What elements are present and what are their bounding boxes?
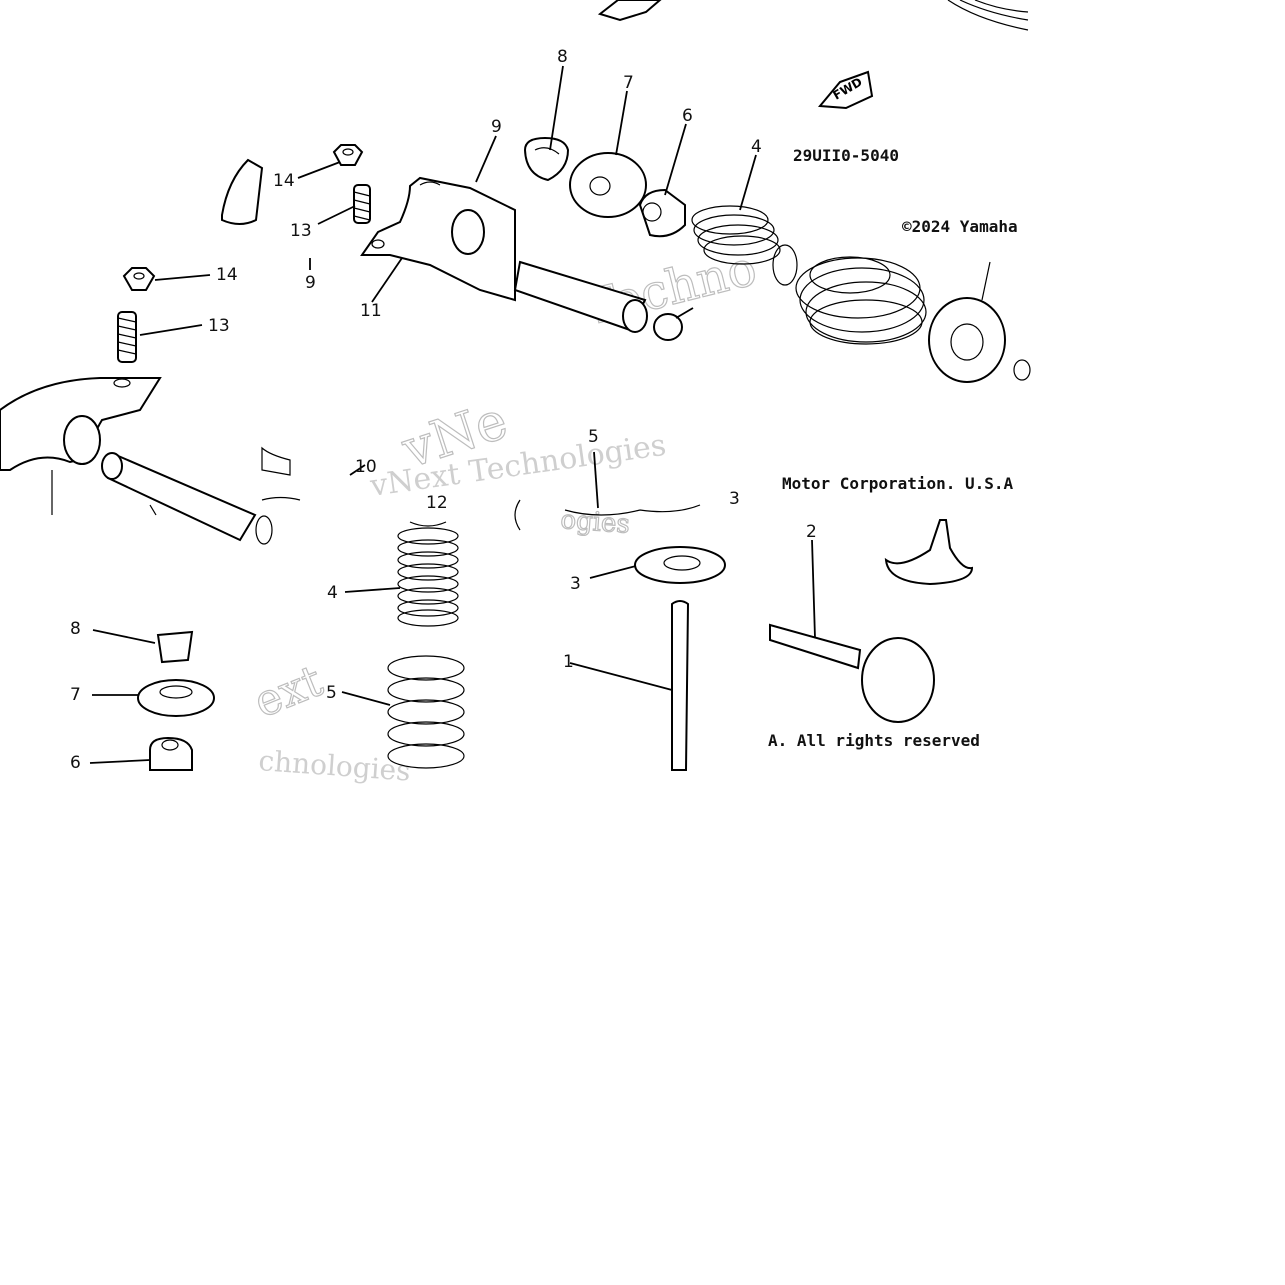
valve-parts-far-right	[769, 519, 974, 723]
valve-stem-icon	[671, 600, 690, 771]
callout-12: 12	[426, 493, 448, 513]
valve-parts-upper	[513, 136, 781, 341]
valve-head-icon	[884, 519, 974, 586]
valve-stem-icon	[769, 623, 862, 670]
spring-seat-icon	[634, 546, 726, 584]
valve-head-icon	[861, 637, 935, 723]
copyright-text: ©2024 Yamaha	[902, 217, 1018, 236]
callout-14: 14	[216, 265, 238, 285]
valve-cotter-icon	[156, 630, 194, 664]
callout-6: 6	[70, 753, 81, 773]
fwd-arrow-icon: FWD	[817, 70, 874, 110]
valve-spring-icon	[772, 244, 927, 345]
callout-13: 13	[290, 221, 312, 241]
callout-11: 11	[360, 301, 382, 321]
valve-cotter-icon	[523, 136, 570, 182]
callout-10: 10	[355, 457, 377, 477]
callout-8: 8	[557, 47, 568, 67]
callout-7: 7	[70, 685, 81, 705]
valve-springs-lower	[387, 499, 521, 769]
adjust-screw-icon	[117, 311, 137, 363]
valve-spring-icon	[691, 205, 781, 265]
callout-8: 8	[70, 619, 81, 639]
callout-2: 2	[806, 522, 817, 542]
leader-lines	[89, 65, 816, 764]
callout-13: 13	[208, 316, 230, 336]
valve-spring-icon	[397, 527, 459, 627]
watermark-text: ogies	[560, 505, 631, 540]
callout-9: 9	[305, 273, 316, 293]
valve-parts-right	[772, 244, 1031, 383]
callout-1: 1	[563, 652, 574, 672]
valve-spring-icon	[387, 655, 465, 769]
rocker-arm-left	[0, 158, 264, 542]
callout-5: 5	[326, 683, 337, 703]
callout-4: 4	[327, 583, 338, 603]
callout-9: 9	[491, 117, 502, 137]
callout-6: 6	[682, 106, 693, 126]
o-ring-icon	[653, 313, 683, 341]
callout-3: 3	[570, 574, 581, 594]
rocker-arm-middle	[255, 144, 516, 545]
callout-3: 3	[729, 489, 740, 509]
callout-5: 5	[588, 427, 599, 447]
copyright-text: Motor Corporation. U.S.A	[782, 474, 1014, 493]
valve-spring-retainer-icon	[569, 152, 647, 218]
part-code: 29UII0-5040	[793, 146, 899, 165]
valve-stem-seal-icon	[638, 188, 686, 238]
valve-parts-lower-left	[137, 630, 215, 771]
callout-7: 7	[623, 73, 634, 93]
valve-parts-lower-right	[564, 504, 726, 771]
top-fragment	[597, 0, 1029, 31]
watermark-text: chnologies	[258, 744, 412, 788]
copyright-text: A. All rights reserved	[768, 731, 980, 750]
callout-4: 4	[751, 137, 762, 157]
valve-stem-seal-icon	[149, 736, 193, 771]
callouts: 8 7 6 4 9 14 13 9 11 14 13 10 12 5 3 8 7…	[70, 47, 817, 773]
watermark-text: ext	[247, 655, 330, 728]
spring-seat-icon	[928, 297, 1006, 383]
callout-14: 14	[273, 171, 295, 191]
